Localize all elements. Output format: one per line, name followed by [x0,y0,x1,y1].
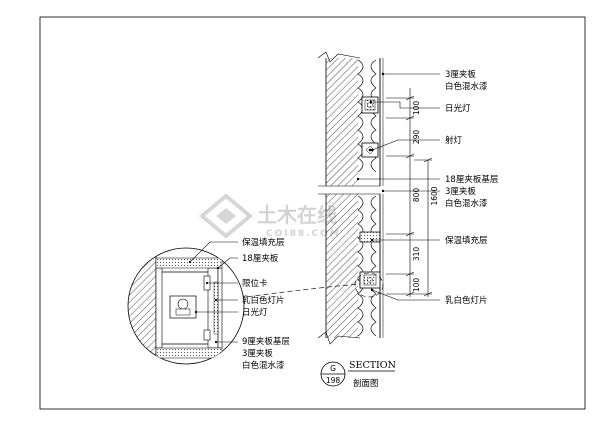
leader-lines-detail [189,241,238,343]
section-subtitle: 剖面图 [353,378,379,389]
detail-label-plywood-3mm: 3厘夹板 [242,348,273,359]
label-white-paint-2: 白色混水漆 [445,198,488,209]
dimension-lines [386,88,433,297]
dim-310: 310 [412,247,421,262]
detail-label-milky-panel: 乳白色灯片 [242,295,285,306]
detail-label-stopper: 限位卡 [242,278,268,289]
watermark-cn: 土木在线 [257,203,337,227]
detail-label-insulation: 保温填充层 [242,237,285,248]
label-base-18mm: 18厘夹板基层 [445,174,498,185]
dim-290: 290 [412,130,421,145]
section-tag-top: G [330,364,336,373]
section-tag: G 198 SECTION 剖面图 [320,360,396,389]
dim-100-bottom: 100 [412,278,421,293]
detail-bubble [127,247,245,365]
section-title: SECTION [349,360,396,371]
label-plywood-3mm: 3厘夹板 [445,69,476,80]
detail-label-fluorescent: 日光灯 [242,307,268,318]
label-plywood-3mm-2: 3厘夹板 [445,186,476,197]
watermark-en: COI88.COM [266,229,341,239]
lower-light-box [359,231,381,289]
leader-lines-right [358,73,440,301]
fluorescent-fixture-top [361,96,379,114]
label-milky-panel: 乳白色灯片 [445,295,488,306]
watermark: 土木在线 COI88.COM [198,193,341,239]
spotlight-fixture [361,142,379,158]
callout-circle-main [354,272,384,298]
watermark-logo-icon [198,193,254,239]
detail-label-base-9mm: 9厘夹板基层 [242,336,290,347]
wall-section: 100 290 800 1600 310 100 3厘夹板 白色混水漆 日光灯 … [317,51,498,345]
drawing-frame [39,16,586,410]
dim-800: 800 [412,188,421,203]
concrete-wall [326,58,358,338]
detail-label-plywood-18mm: 18厘夹板 [242,253,279,264]
label-spotlight: 射灯 [445,135,463,146]
dim-1600: 1600 [430,186,439,205]
section-tag-bottom: 198 [326,376,341,385]
label-fluorescent: 日光灯 [445,103,471,114]
detail-label-white-paint: 白色混水漆 [242,360,285,371]
label-white-paint: 白色混水漆 [445,81,488,92]
label-insulation: 保温填充层 [445,235,488,246]
